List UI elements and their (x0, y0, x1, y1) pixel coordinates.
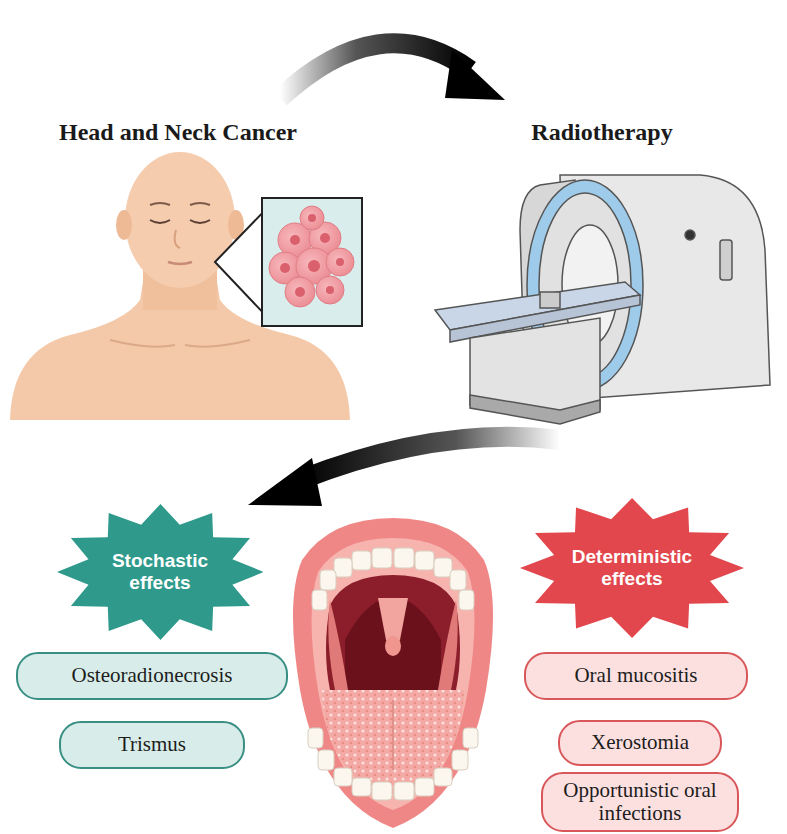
effect-star: Stochastic effects (57, 504, 264, 640)
oral-cavity (293, 518, 493, 828)
cycle-arrow (248, 437, 560, 506)
cycle-arrow (280, 43, 505, 100)
section-heading: Head and Neck Cancer (59, 119, 297, 146)
effect-pill: Osteoradionecrosis (16, 652, 288, 700)
star-label: Stochastic effects (100, 550, 220, 594)
star-fill (57, 504, 264, 640)
patient-figure (10, 152, 362, 420)
effect-label: Osteoradionecrosis (72, 664, 233, 687)
effect-label: Opportunistic oral infections (556, 779, 724, 825)
star-label: Deterministic effects (567, 546, 697, 590)
radiotherapy-machine (435, 175, 770, 424)
section-heading: Radiotherapy (531, 119, 672, 146)
effect-pill: Opportunistic oral infections (541, 772, 739, 832)
effect-pill: Xerostomia (558, 720, 722, 766)
effect-pill: Oral mucositis (524, 652, 748, 700)
effect-star: Deterministic effects (520, 498, 744, 638)
effect-label: Xerostomia (591, 731, 689, 754)
effect-label: Oral mucositis (574, 664, 697, 687)
effect-pill: Trismus (59, 721, 245, 769)
tumour-cells (269, 206, 354, 307)
star-fill (520, 498, 744, 638)
effect-label: Trismus (118, 733, 186, 756)
